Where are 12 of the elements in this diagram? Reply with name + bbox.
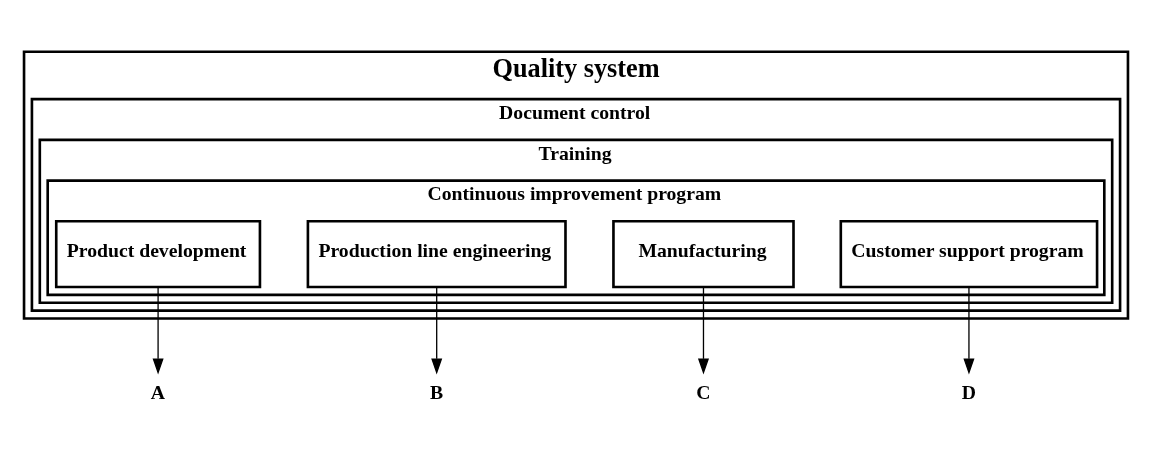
node-box: Manufacturing xyxy=(612,220,795,289)
node-text: B xyxy=(430,381,444,404)
node-text: A xyxy=(150,381,166,404)
arrow xyxy=(152,286,164,375)
node-text: C xyxy=(696,381,711,404)
node-box: Customer support program xyxy=(839,220,1099,289)
arrow xyxy=(963,286,975,375)
arrow xyxy=(697,286,709,375)
node-box: Product development xyxy=(54,220,262,289)
node-box: Production line engineering xyxy=(306,220,567,289)
node-text: D xyxy=(961,381,976,404)
arrow xyxy=(431,286,443,375)
